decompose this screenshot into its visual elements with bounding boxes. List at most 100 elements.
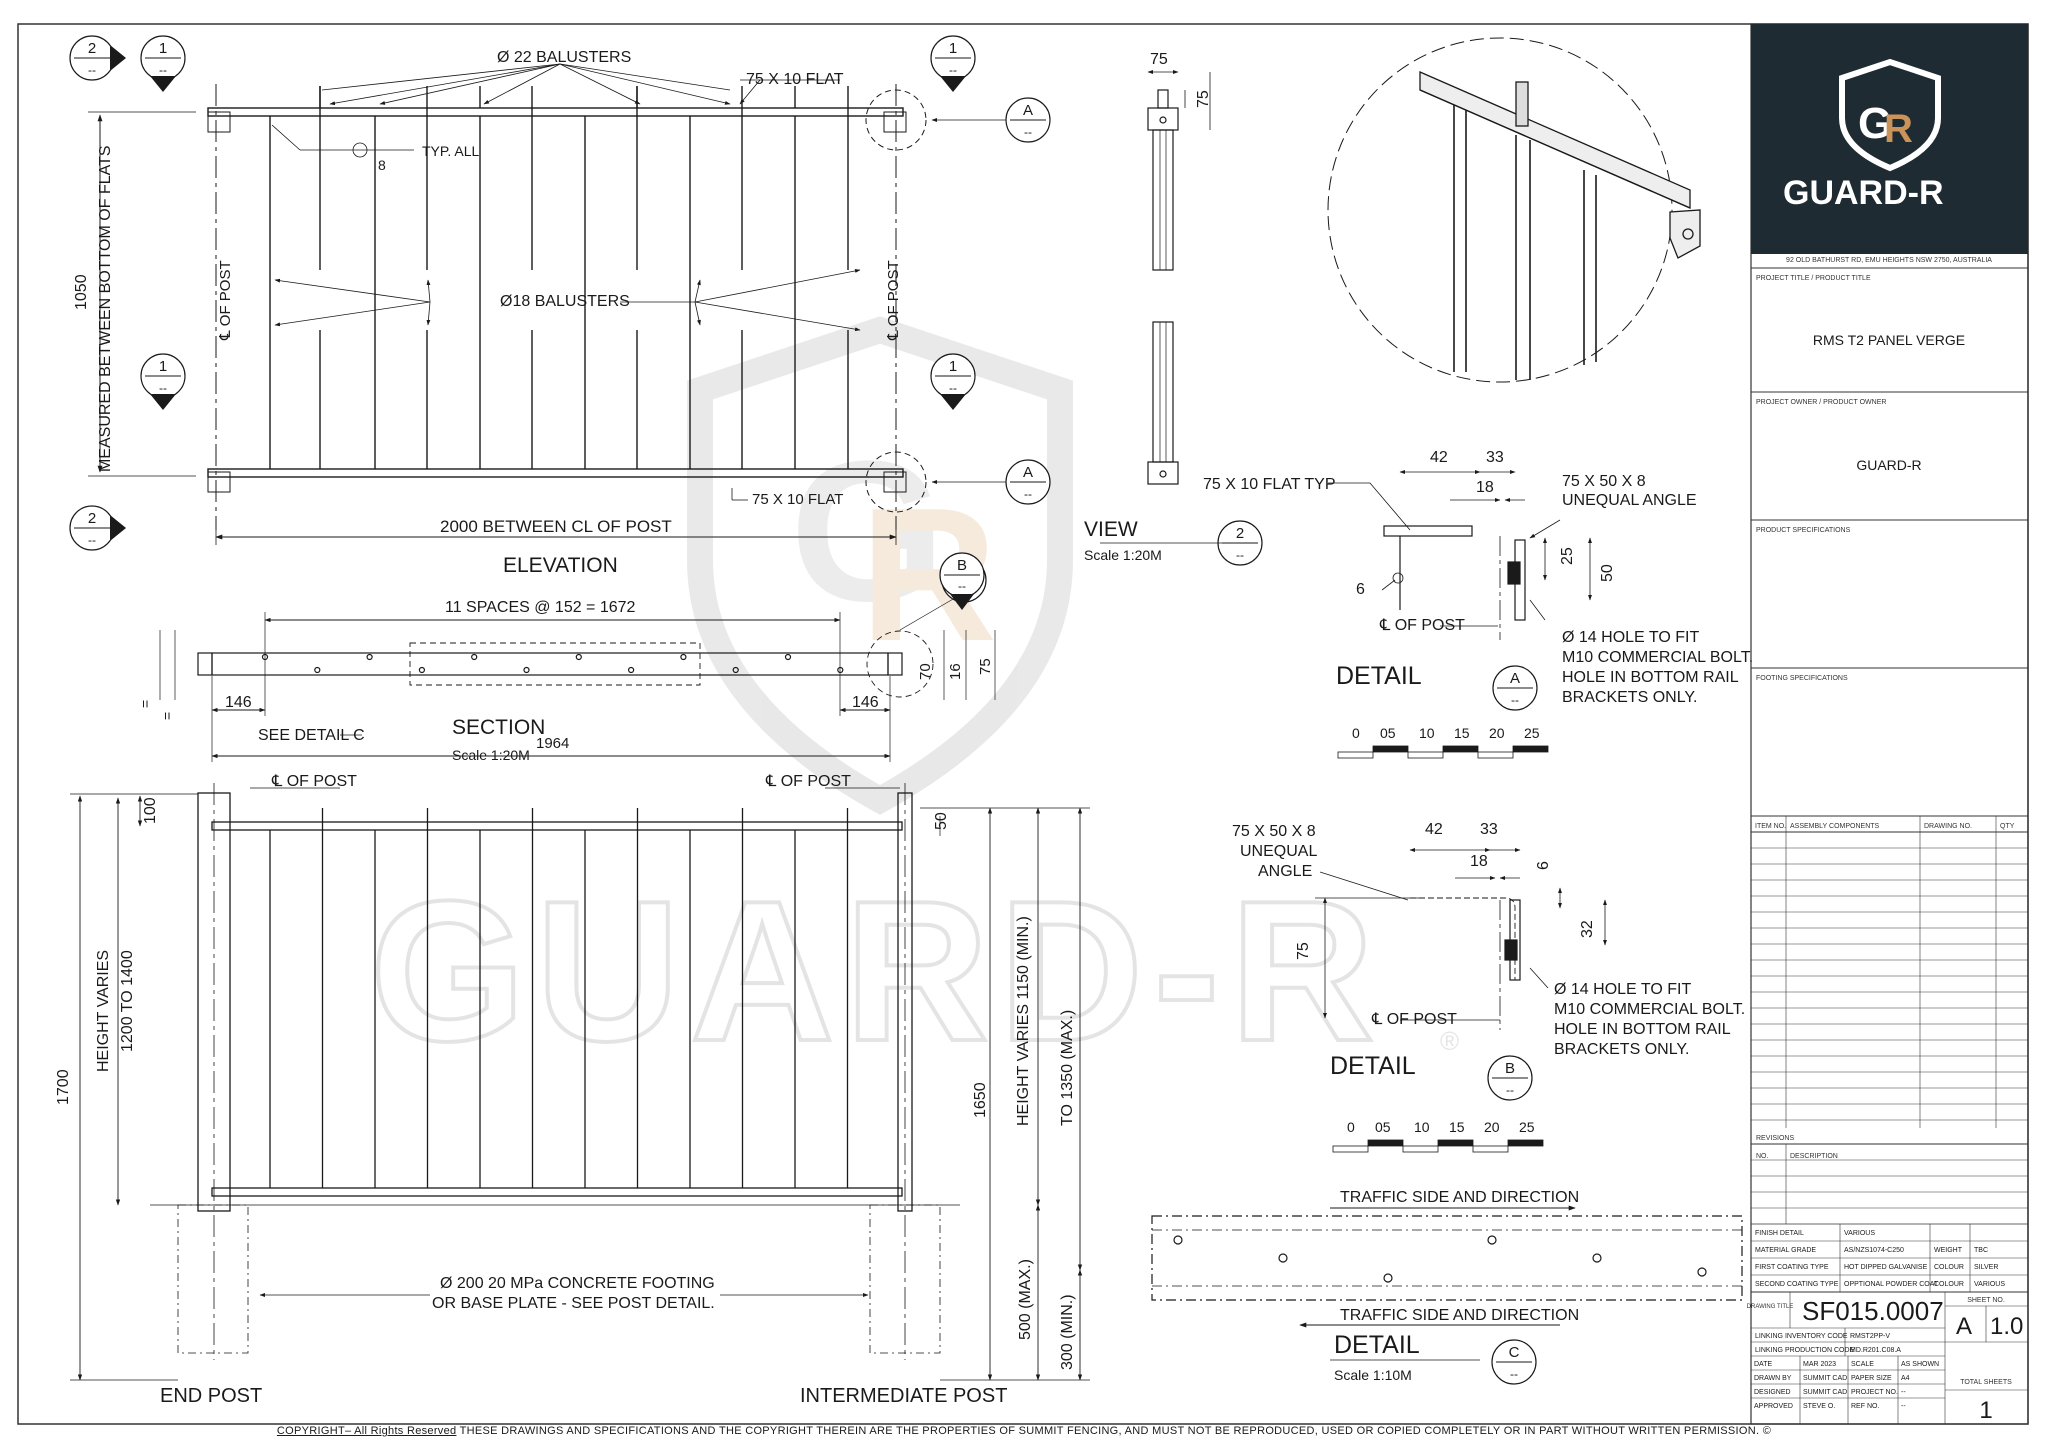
detail-c-hole (1592, 1253, 1602, 1263)
int-post-label: INTERMEDIATE POST (800, 1385, 1007, 1407)
eq-1: = (137, 700, 153, 708)
marker-ref: -- (1236, 548, 1244, 562)
finish-cell: AS/NZS1074-C250 (1844, 1247, 1904, 1254)
copyright-body: THESE DRAWINGS AND SPECIFICATIONS AND TH… (456, 1425, 1772, 1437)
posts-labels: ℄ OF POST ℄ OF POST 1700 HEIGHT VARIES 1… (55, 773, 1076, 1407)
marker-ref: -- (1511, 693, 1519, 707)
det-b-angle-3: ANGLE (1258, 863, 1312, 880)
footing-spec-label: FOOTING SPECIFICATIONS (1756, 675, 1848, 682)
section-holes (261, 653, 844, 674)
info-cell: PAPER SIZE (1851, 1375, 1892, 1382)
marker-number: A (1023, 102, 1033, 119)
info-cell: AS SHOWN (1901, 1361, 1939, 1368)
height-varies: HEIGHT VARIES (95, 950, 112, 1072)
elevation-title: ELEVATION (503, 554, 618, 577)
svg-text:®: ® (1440, 1026, 1459, 1056)
det-b-angle-1: 75 X 50 X 8 (1232, 823, 1316, 840)
rail-hole (627, 666, 635, 674)
dim-75: 75 (977, 658, 994, 675)
section-marker-1-top-right: 1-- (930, 35, 976, 92)
view-2 (1100, 70, 1240, 544)
marker-ref: -- (1510, 1367, 1518, 1381)
marker-ref: -- (1024, 487, 1032, 501)
marker-number: C (1509, 1344, 1520, 1361)
top-balusters-label: Ø 22 BALUSTERS (497, 49, 631, 66)
scale-tick: 05 (1380, 725, 1396, 741)
height-note: MEASURED BETWEEN BOTTOM OF FLATS (97, 145, 114, 472)
posts-elevation (70, 783, 1090, 1381)
detail-a-labels: 75 X 10 FLAT TYP 42 33 18 75 X 50 X 8 UN… (1203, 449, 1753, 706)
detail-a-marker-bottom: A-- (1005, 459, 1051, 505)
rail-hole (471, 653, 478, 661)
det-a-50: 50 (1599, 564, 1616, 582)
post-balusters (269, 808, 849, 1188)
project-title: RMS T2 PANEL VERGE (1813, 332, 1965, 348)
info-cell: STEVE O. (1803, 1403, 1835, 1410)
elevation-view (88, 63, 1010, 545)
rail-hole (784, 653, 792, 661)
post-cl-left: ℄ OF POST (271, 773, 357, 790)
post-cl-right: ℄ OF POST (765, 773, 851, 790)
dim-146-left: 146 (225, 694, 252, 711)
dim-300: 300 (MIN.) (1059, 1294, 1076, 1370)
det-a-33: 33 (1486, 449, 1504, 466)
finish-cell: OPPTIONAL POWDER COAT (1844, 1281, 1939, 1288)
mid-balusters-label: Ø18 BALUSTERS (500, 293, 630, 310)
info-cell: A4 (1901, 1375, 1910, 1382)
detail-a-marker-top: A-- (1005, 97, 1051, 143)
copyright-notice: COPYRIGHT– All Rights Reserved THESE DRA… (0, 1425, 2048, 1437)
detail-c-hole (1383, 1273, 1393, 1283)
title-block: G R GUARD-R 92 OLD BATHURST RD, EMU HEIG… (1747, 23, 2029, 1425)
marker-number: 2 (88, 40, 96, 57)
copyright-lead: COPYRIGHT– All Rights Reserved (276, 1425, 457, 1437)
svg-text:G: G (1858, 99, 1892, 148)
detail-a-title-marker: A-- (1492, 665, 1538, 711)
finish-cell: TBC (1974, 1247, 1988, 1254)
detail-c-hole (1697, 1267, 1707, 1277)
view-title: VIEW (1084, 518, 1138, 541)
sheet-letter: A (1956, 1313, 1972, 1340)
det-a-25: 25 (1559, 547, 1576, 565)
revisions-label: REVISIONS (1756, 1135, 1794, 1142)
revision-number: 1.0 (1990, 1313, 2023, 1340)
marker-ref: -- (159, 381, 167, 395)
weld-size: 8 (378, 157, 386, 173)
detail-c-title-marker: C -- (1491, 1339, 1537, 1385)
finish-cell: SILVER (1974, 1264, 1998, 1271)
table-header: ITEM NO. (1755, 823, 1786, 830)
end-post-label: END POST (160, 1385, 262, 1407)
section-view (159, 594, 996, 762)
finish-cell: SECOND COATING TYPE (1755, 1281, 1839, 1288)
rev-header-desc: DESCRIPTION (1790, 1153, 1838, 1160)
linking-value: RMST2PP-V (1850, 1333, 1890, 1340)
rail-hole (680, 653, 687, 661)
scale-tick: 0 (1347, 1119, 1355, 1135)
detail-b-labels: 75 X 50 X 8 UNEQUAL ANGLE 42 33 18 6 32 … (1232, 821, 1745, 1080)
det-a-6: 6 (1356, 581, 1365, 598)
marker-ref: -- (949, 63, 957, 77)
det-a-42: 42 (1430, 449, 1448, 466)
bottom-flat-label: 75 X 10 FLAT (752, 491, 843, 508)
section-marker-1-mid-left: 1-- (140, 353, 186, 410)
section-marker-2-top: 2 -- (69, 35, 126, 81)
dim-50: 50 (933, 812, 950, 830)
det-b-angle-2: UNEQUAL (1240, 843, 1317, 860)
det-b-18: 18 (1470, 853, 1488, 870)
det-b-42: 42 (1425, 821, 1443, 838)
rail-hole (418, 666, 425, 674)
svg-text:--: -- (958, 579, 966, 593)
marker-ref: -- (159, 63, 167, 77)
det-b-32: 32 (1579, 920, 1596, 938)
marker-ref: -- (88, 63, 96, 77)
info-cell: -- (1901, 1403, 1906, 1410)
det-a-angle-1: 75 X 50 X 8 (1562, 473, 1646, 490)
spaces-label: 11 SPACES @ 152 = 1672 (445, 599, 636, 616)
height-varies-max: TO 1350 (MAX.) (1059, 1010, 1076, 1126)
det-a-title: DETAIL (1336, 662, 1422, 690)
scale-tick: 10 (1414, 1119, 1430, 1135)
det-a-hole-4: BRACKETS ONLY. (1562, 689, 1697, 706)
view-dim-75b: 75 (1195, 90, 1212, 108)
rail-hole (314, 666, 321, 674)
